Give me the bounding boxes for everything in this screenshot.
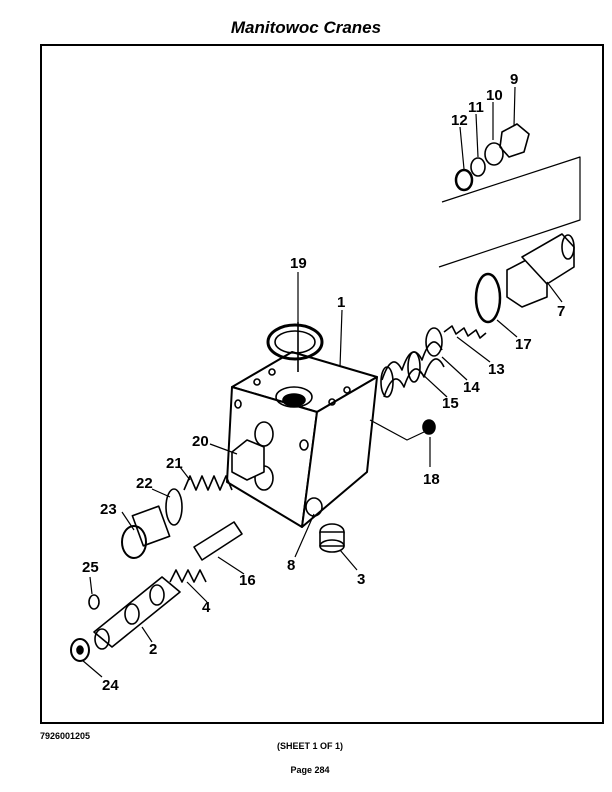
page-number: Page 284 — [290, 765, 330, 775]
exploded-valve-diagram: 1 2 3 4 7 8 9 10 11 12 13 14 15 16 17 18… — [70, 71, 581, 694]
page-title: Manitowoc Cranes — [230, 18, 382, 37]
callout-13: 13 — [488, 361, 505, 378]
callout-17: 17 — [515, 336, 532, 353]
diagram-frame: 1 2 3 4 7 8 9 10 11 12 13 14 15 16 17 18… — [40, 44, 604, 724]
callout-15: 15 — [442, 395, 459, 412]
callout-7: 7 — [557, 303, 565, 320]
top-fittings — [438, 123, 581, 268]
callout-3: 3 — [357, 571, 365, 588]
right-spring-stack — [380, 233, 575, 398]
callout-2: 2 — [149, 641, 157, 658]
callout-9: 9 — [510, 71, 518, 88]
callout-8: 8 — [287, 557, 295, 574]
spool-assembly — [70, 521, 243, 662]
drawing-number: 7926001205 — [40, 731, 91, 741]
callout-20: 20 — [192, 433, 209, 450]
callout-18: 18 — [423, 471, 440, 488]
callout-23: 23 — [100, 501, 117, 518]
callout-14: 14 — [463, 379, 480, 396]
callout-22: 22 — [136, 475, 153, 492]
left-cartridge-stack — [121, 439, 265, 559]
callout-25: 25 — [82, 559, 99, 576]
seal-ring — [266, 322, 324, 372]
callout-12: 12 — [451, 112, 468, 129]
sheet-indicator: (SHEET 1 OF 1) — [276, 741, 343, 751]
callout-10: 10 — [486, 87, 503, 104]
callout-11: 11 — [468, 99, 484, 116]
leader-lines — [81, 86, 563, 678]
bottom-fittings — [305, 419, 436, 553]
callout-24: 24 — [102, 677, 119, 694]
callout-19: 19 — [290, 255, 307, 272]
callout-1: 1 — [337, 294, 345, 311]
valve-body — [226, 351, 378, 528]
callout-21: 21 — [166, 455, 183, 472]
callout-4: 4 — [202, 599, 211, 616]
callout-labels: 1 2 3 4 7 8 9 10 11 12 13 14 15 16 17 18… — [82, 71, 565, 694]
callout-16: 16 — [239, 572, 256, 589]
